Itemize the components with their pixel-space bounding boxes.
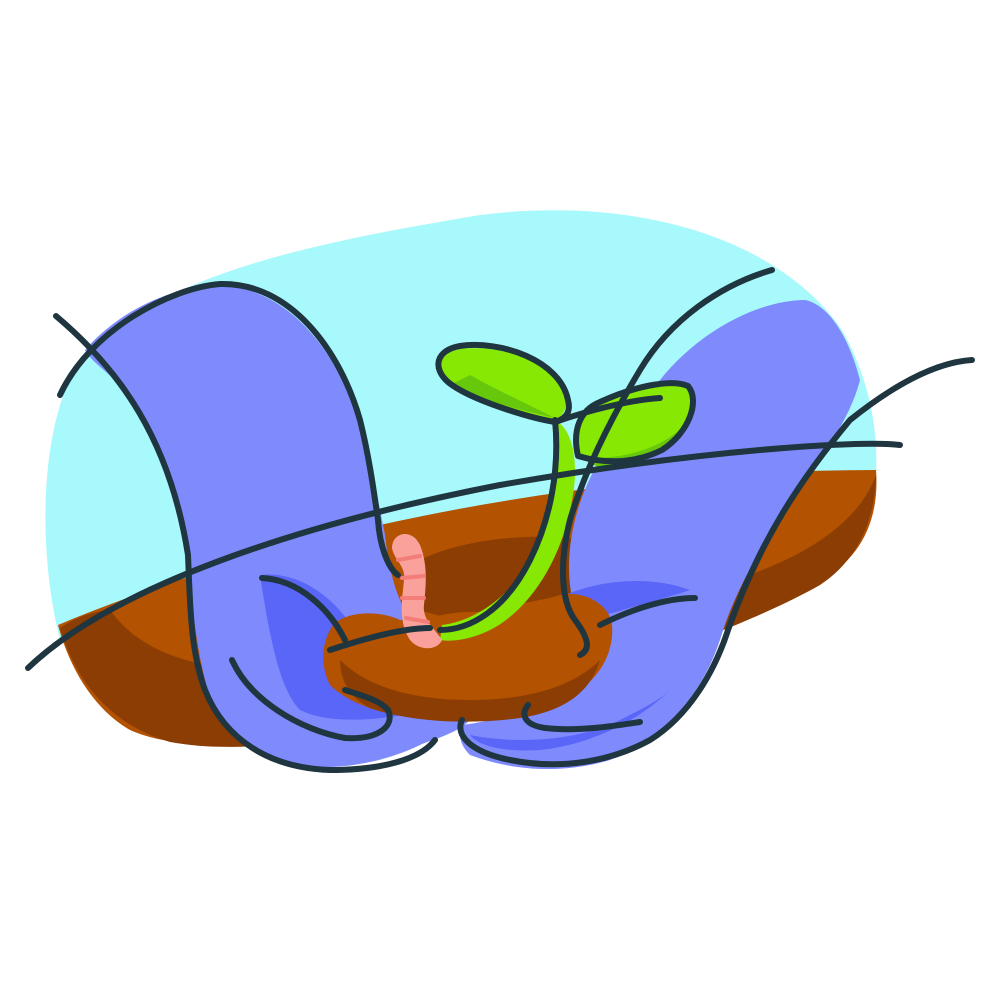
worm [392, 533, 442, 649]
right-glove [460, 300, 860, 770]
soil-in-hands-shadow [340, 660, 600, 722]
outline-strokes [25, 267, 975, 773]
soil-in-hands [323, 594, 613, 719]
left-leaf [436, 348, 567, 420]
right-glove-shadow [470, 690, 670, 751]
worm-stripes [396, 554, 430, 624]
left-leaf-shade [450, 375, 555, 418]
